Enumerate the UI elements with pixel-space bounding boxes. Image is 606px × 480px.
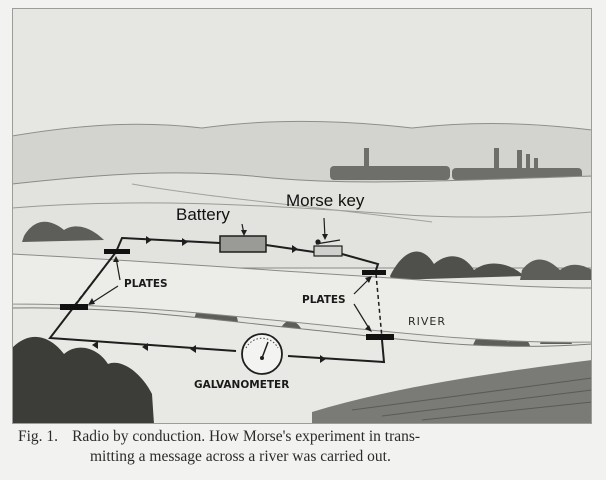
caption-text-2: mitting a message across a river was car…	[90, 448, 391, 465]
river	[12, 253, 592, 343]
river-label: RIVER	[408, 315, 446, 328]
morse-key-label: Morse key	[286, 191, 365, 210]
caption-text-1: Radio by conduction. How Morse's experim…	[72, 428, 421, 445]
battery-label: Battery	[176, 205, 230, 224]
plate-left-lower	[60, 304, 88, 310]
galvanometer-label: GALVANOMETER	[194, 379, 289, 391]
circuit-wires	[48, 236, 386, 364]
battery	[219, 235, 267, 253]
plate-left-upper	[104, 249, 130, 254]
galvanometer-dial	[241, 333, 283, 375]
illustration: Battery Morse key PLATES PLATES RIVER GA…	[12, 8, 592, 424]
plates-label-right: PLATES	[302, 294, 346, 306]
distant-town	[330, 148, 582, 180]
plates-label-left: PLATES	[124, 278, 168, 290]
figure-frame	[12, 8, 592, 424]
foreground-slope	[312, 360, 592, 424]
current-arrows	[92, 236, 326, 363]
caption-line-1: Fig. 1. Radio by conduction. How Morse's …	[18, 427, 593, 447]
figure-caption: Fig. 1. Radio by conduction. How Morse's …	[18, 427, 593, 467]
circuit-dashed-links	[73, 251, 383, 339]
foreground-bush	[12, 336, 154, 424]
plate-right-upper	[362, 270, 386, 275]
middle-fields	[12, 172, 592, 269]
figure-number: Fig. 1.	[18, 428, 59, 445]
morse-key	[313, 239, 343, 257]
plate-right-lower	[366, 334, 394, 340]
